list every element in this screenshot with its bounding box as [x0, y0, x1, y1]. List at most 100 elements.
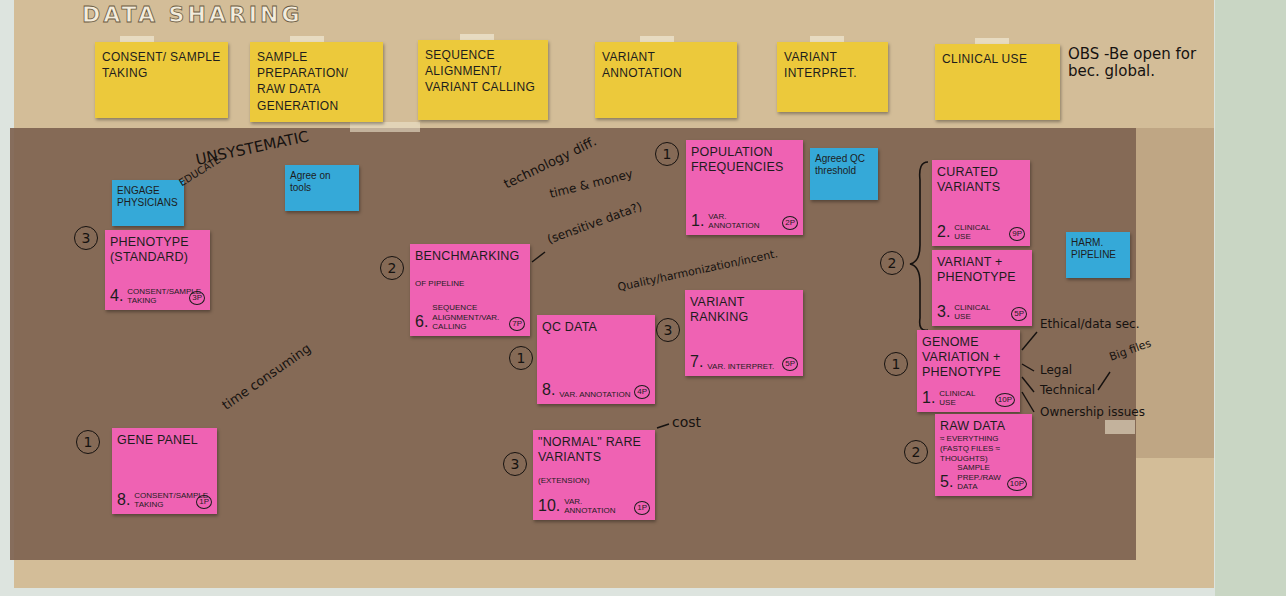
rank-number: 1.: [691, 212, 704, 230]
note-text: VARIANT + PHENOTYPE: [937, 255, 1027, 285]
handwritten-note: Ethical/data sec.: [1040, 318, 1139, 332]
points-count: 10P: [1007, 477, 1027, 491]
note-text: Agreed QC threshold: [815, 153, 873, 177]
priority-number: 2: [880, 251, 904, 275]
rank-number: 8.: [117, 491, 130, 509]
rank-number: 7.: [690, 353, 703, 371]
stage-tag: VAR. ANNOTATION: [708, 212, 779, 230]
plastic-sheet-edge: [1136, 128, 1214, 458]
stage-tag: CLINICAL USE: [954, 303, 1008, 321]
rank-number: 4.: [110, 287, 123, 305]
action-note: Agreed QC threshold: [810, 148, 878, 200]
handwritten-note: Technical: [1040, 384, 1095, 398]
points-count: 7P: [509, 317, 525, 331]
note-text: SEQUENCE ALIGNMENT/ VARIANT CALLING: [425, 47, 541, 96]
leader-line: [532, 252, 545, 262]
rank-number: 8.: [542, 381, 555, 399]
note-text: HARM. PIPELINE: [1071, 237, 1125, 261]
topic-note: PHENOTYPE (STANDARD) 4.CONSENT/SAMPLE TAK…: [105, 230, 210, 310]
rank-number: 5.: [940, 473, 953, 491]
note-text: GENOME VARIATION + PHENOTYPE: [922, 335, 1015, 379]
stage-tag: VAR. ANNOTATION: [564, 497, 631, 515]
note-text: VARIANT ANNOTATION: [602, 49, 730, 81]
tape: [350, 122, 420, 132]
points-count: 10P: [995, 393, 1015, 407]
handwritten-note: Ownership issues: [1040, 406, 1145, 420]
stage-tag: SEQUENCE ALIGNMENT/VAR. CALLING: [432, 303, 506, 331]
note-text: ENGAGE PHYSICIANS: [117, 185, 179, 209]
note-text: "NORMAL" RARE VARIANTS: [538, 435, 650, 465]
note-text: VARIANT RANKING: [690, 295, 798, 325]
note-text: CONSENT/ SAMPLE TAKING: [102, 49, 221, 81]
points-count: 5P: [1011, 307, 1027, 321]
note-text: Agree on tools: [290, 170, 354, 194]
rank-number: 10.: [538, 497, 560, 515]
curly-brace: [910, 162, 928, 330]
priority-number: 1: [76, 430, 100, 454]
topic-note: VARIANT + PHENOTYPE3.CLINICAL USE5P: [932, 250, 1032, 326]
topic-note: "NORMAL" RARE VARIANTS(EXTENSION)10.VAR.…: [533, 430, 655, 520]
stage-tag: CONSENT/SAMPLE TAKING: [134, 491, 193, 509]
stage-tag: VAR. ANNOTATION: [559, 390, 631, 399]
points-count: 2P: [782, 216, 798, 230]
action-note: Agree on tools: [285, 165, 359, 211]
leader-line: [657, 424, 669, 428]
tape: [1105, 420, 1135, 434]
priority-number: 3: [74, 226, 98, 250]
priority-number: 3: [503, 452, 527, 476]
note-text: GENE PANEL: [117, 433, 212, 448]
stage-header-note: CLINICAL USE: [935, 44, 1060, 120]
note-text: QC DATA: [542, 320, 650, 335]
topic-note: RAW DATA≈ EVERYTHING(FASTQ FILES ≈ THOUG…: [935, 414, 1032, 496]
leader-line: [1098, 372, 1110, 390]
note-text: RAW DATA: [940, 419, 1027, 434]
topic-note: GENOME VARIATION + PHENOTYPE1.CLINICAL U…: [917, 330, 1020, 412]
board-title: DATA SHARING: [82, 2, 302, 27]
priority-number: 2: [904, 440, 928, 464]
points-count: 1P: [634, 501, 650, 515]
topic-note: VARIANT RANKING 7. VAR. INTERPRET.5P: [685, 290, 803, 376]
handwritten-note: OBS -Be open for bec. global.: [1068, 46, 1208, 81]
note-subtext: (FASTQ FILES ≈ THOUGHTS): [940, 444, 1027, 463]
stage-tag: CONSENT/SAMPLE TAKING: [127, 287, 186, 305]
stage-header-note: SEQUENCE ALIGNMENT/ VARIANT CALLING: [418, 40, 548, 120]
leader-line: [1022, 392, 1034, 412]
handwritten-note: Legal: [1040, 364, 1072, 378]
topic-note: BENCHMARKING OF PIPELINE 6.SEQUENCE ALIGNM…: [410, 244, 530, 336]
points-count: 5P: [782, 357, 798, 371]
leader-line: [1022, 377, 1034, 392]
rank-number: 1.: [922, 389, 935, 407]
stage-tag: SAMPLE PREP./RAW DATA: [957, 463, 1003, 491]
action-note: HARM. PIPELINE: [1066, 232, 1130, 278]
priority-number: 3: [656, 318, 680, 342]
priority-number: 1: [884, 352, 908, 376]
points-count: 3P: [189, 291, 205, 305]
stage-tag: CLINICAL USE: [954, 223, 1006, 241]
note-subtext: ≈ EVERYTHING: [940, 434, 1027, 444]
leader-line: [1022, 364, 1034, 371]
topic-note: POPULATION FREQUENCIES 1.VAR. ANNOTATION2…: [686, 140, 803, 235]
note-text: CURATED VARIANTS: [937, 165, 1025, 195]
leader-line: [1022, 332, 1037, 350]
topic-note: CURATED VARIANTS2.CLINICAL USE9P: [932, 160, 1030, 246]
note-text: POPULATION FREQUENCIES: [691, 145, 798, 175]
rank-number: 6.: [415, 313, 428, 331]
note-subtext: OF PIPELINE: [415, 279, 525, 289]
action-note: ENGAGE PHYSICIANS: [112, 180, 184, 226]
stage-header-note: CONSENT/ SAMPLE TAKING: [95, 42, 228, 118]
window-greenery: [1215, 0, 1286, 596]
note-text: PHENOTYPE (STANDARD): [110, 235, 205, 265]
priority-number: 1: [509, 346, 533, 370]
stage-header-note: VARIANT ANNOTATION: [595, 42, 737, 118]
handwritten-note: cost: [672, 414, 701, 430]
note-text: BENCHMARKING: [415, 249, 525, 264]
points-count: 4P: [634, 385, 650, 399]
rank-number: 2.: [937, 223, 950, 241]
note-text: VARIANT INTERPRET.: [784, 49, 881, 81]
note-text: SAMPLE PREPARATION/ RAW DATA GENERATION: [257, 49, 376, 114]
stage-tag: VAR. INTERPRET.: [707, 362, 779, 371]
stage-header-note: SAMPLE PREPARATION/ RAW DATA GENERATION: [250, 42, 383, 122]
priority-number: 2: [380, 256, 404, 280]
plastic-sheet: [10, 128, 1136, 560]
